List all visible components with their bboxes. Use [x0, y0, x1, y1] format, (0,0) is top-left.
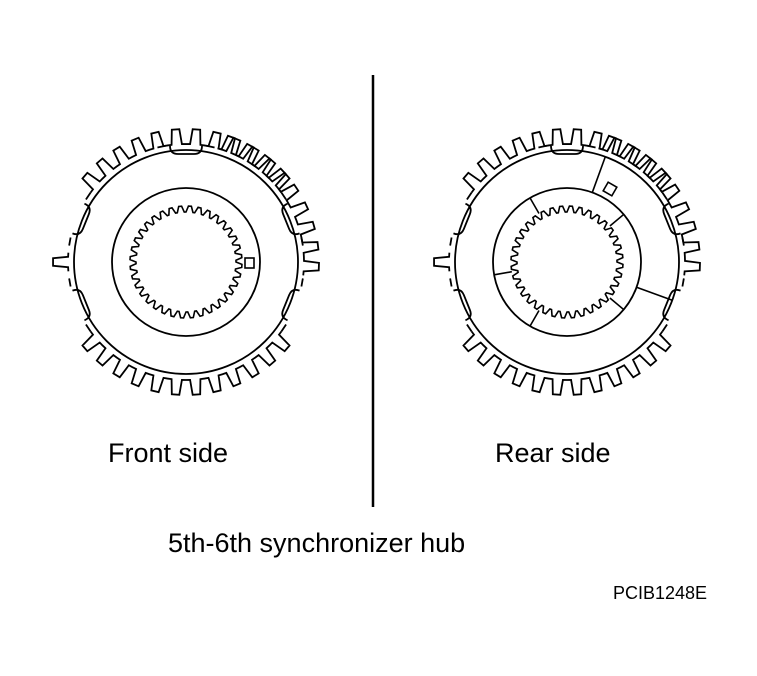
hub-body-circle	[454, 149, 680, 375]
hub-outer-teeth	[433, 252, 451, 272]
hub-rim-segment	[280, 278, 304, 332]
hub-rib	[493, 270, 512, 276]
hub-rim-segment	[449, 192, 473, 246]
hub-boss-circle	[492, 187, 642, 337]
hub-rim-segment	[280, 192, 304, 246]
rear-hub-drawing	[433, 128, 701, 396]
hub-rim-segment	[449, 278, 473, 332]
hub-rim-segment	[68, 278, 92, 332]
hub-rim-segment	[661, 278, 685, 332]
hub-boss-circle	[111, 187, 261, 337]
hub-rib	[529, 197, 540, 214]
hub-outer-teeth	[81, 330, 291, 396]
hub-rib	[609, 213, 625, 227]
hub-body-circle	[73, 149, 299, 375]
rear-side-label: Rear side	[495, 438, 611, 468]
figure-code: PCIB1248E	[613, 583, 708, 603]
diagram-title: 5th-6th synchronizer hub	[168, 528, 466, 558]
front-side-label: Front side	[108, 438, 229, 468]
hub-rib	[529, 310, 540, 327]
hub-notch-mark	[244, 257, 255, 269]
hub-inner-spline	[510, 205, 624, 319]
hub-outer-teeth	[598, 134, 701, 276]
hub-rim-segment	[157, 144, 215, 149]
hub-rim-segment	[661, 192, 685, 246]
hub-outer-teeth	[462, 128, 672, 194]
hub-pocket-edge	[591, 156, 607, 193]
hub-pocket-edge	[636, 286, 673, 302]
hub-outer-teeth	[52, 252, 70, 272]
hub-rim-segment	[538, 144, 596, 149]
hub-rim-segment	[68, 192, 92, 246]
hub-outer-teeth	[462, 330, 672, 396]
hub-outer-teeth	[217, 134, 320, 276]
hub-outer-teeth	[81, 128, 291, 194]
hub-inner-spline	[129, 205, 243, 319]
front-hub-drawing	[52, 128, 320, 396]
hub-rib	[609, 297, 625, 311]
hub-notch-mark	[602, 181, 618, 197]
